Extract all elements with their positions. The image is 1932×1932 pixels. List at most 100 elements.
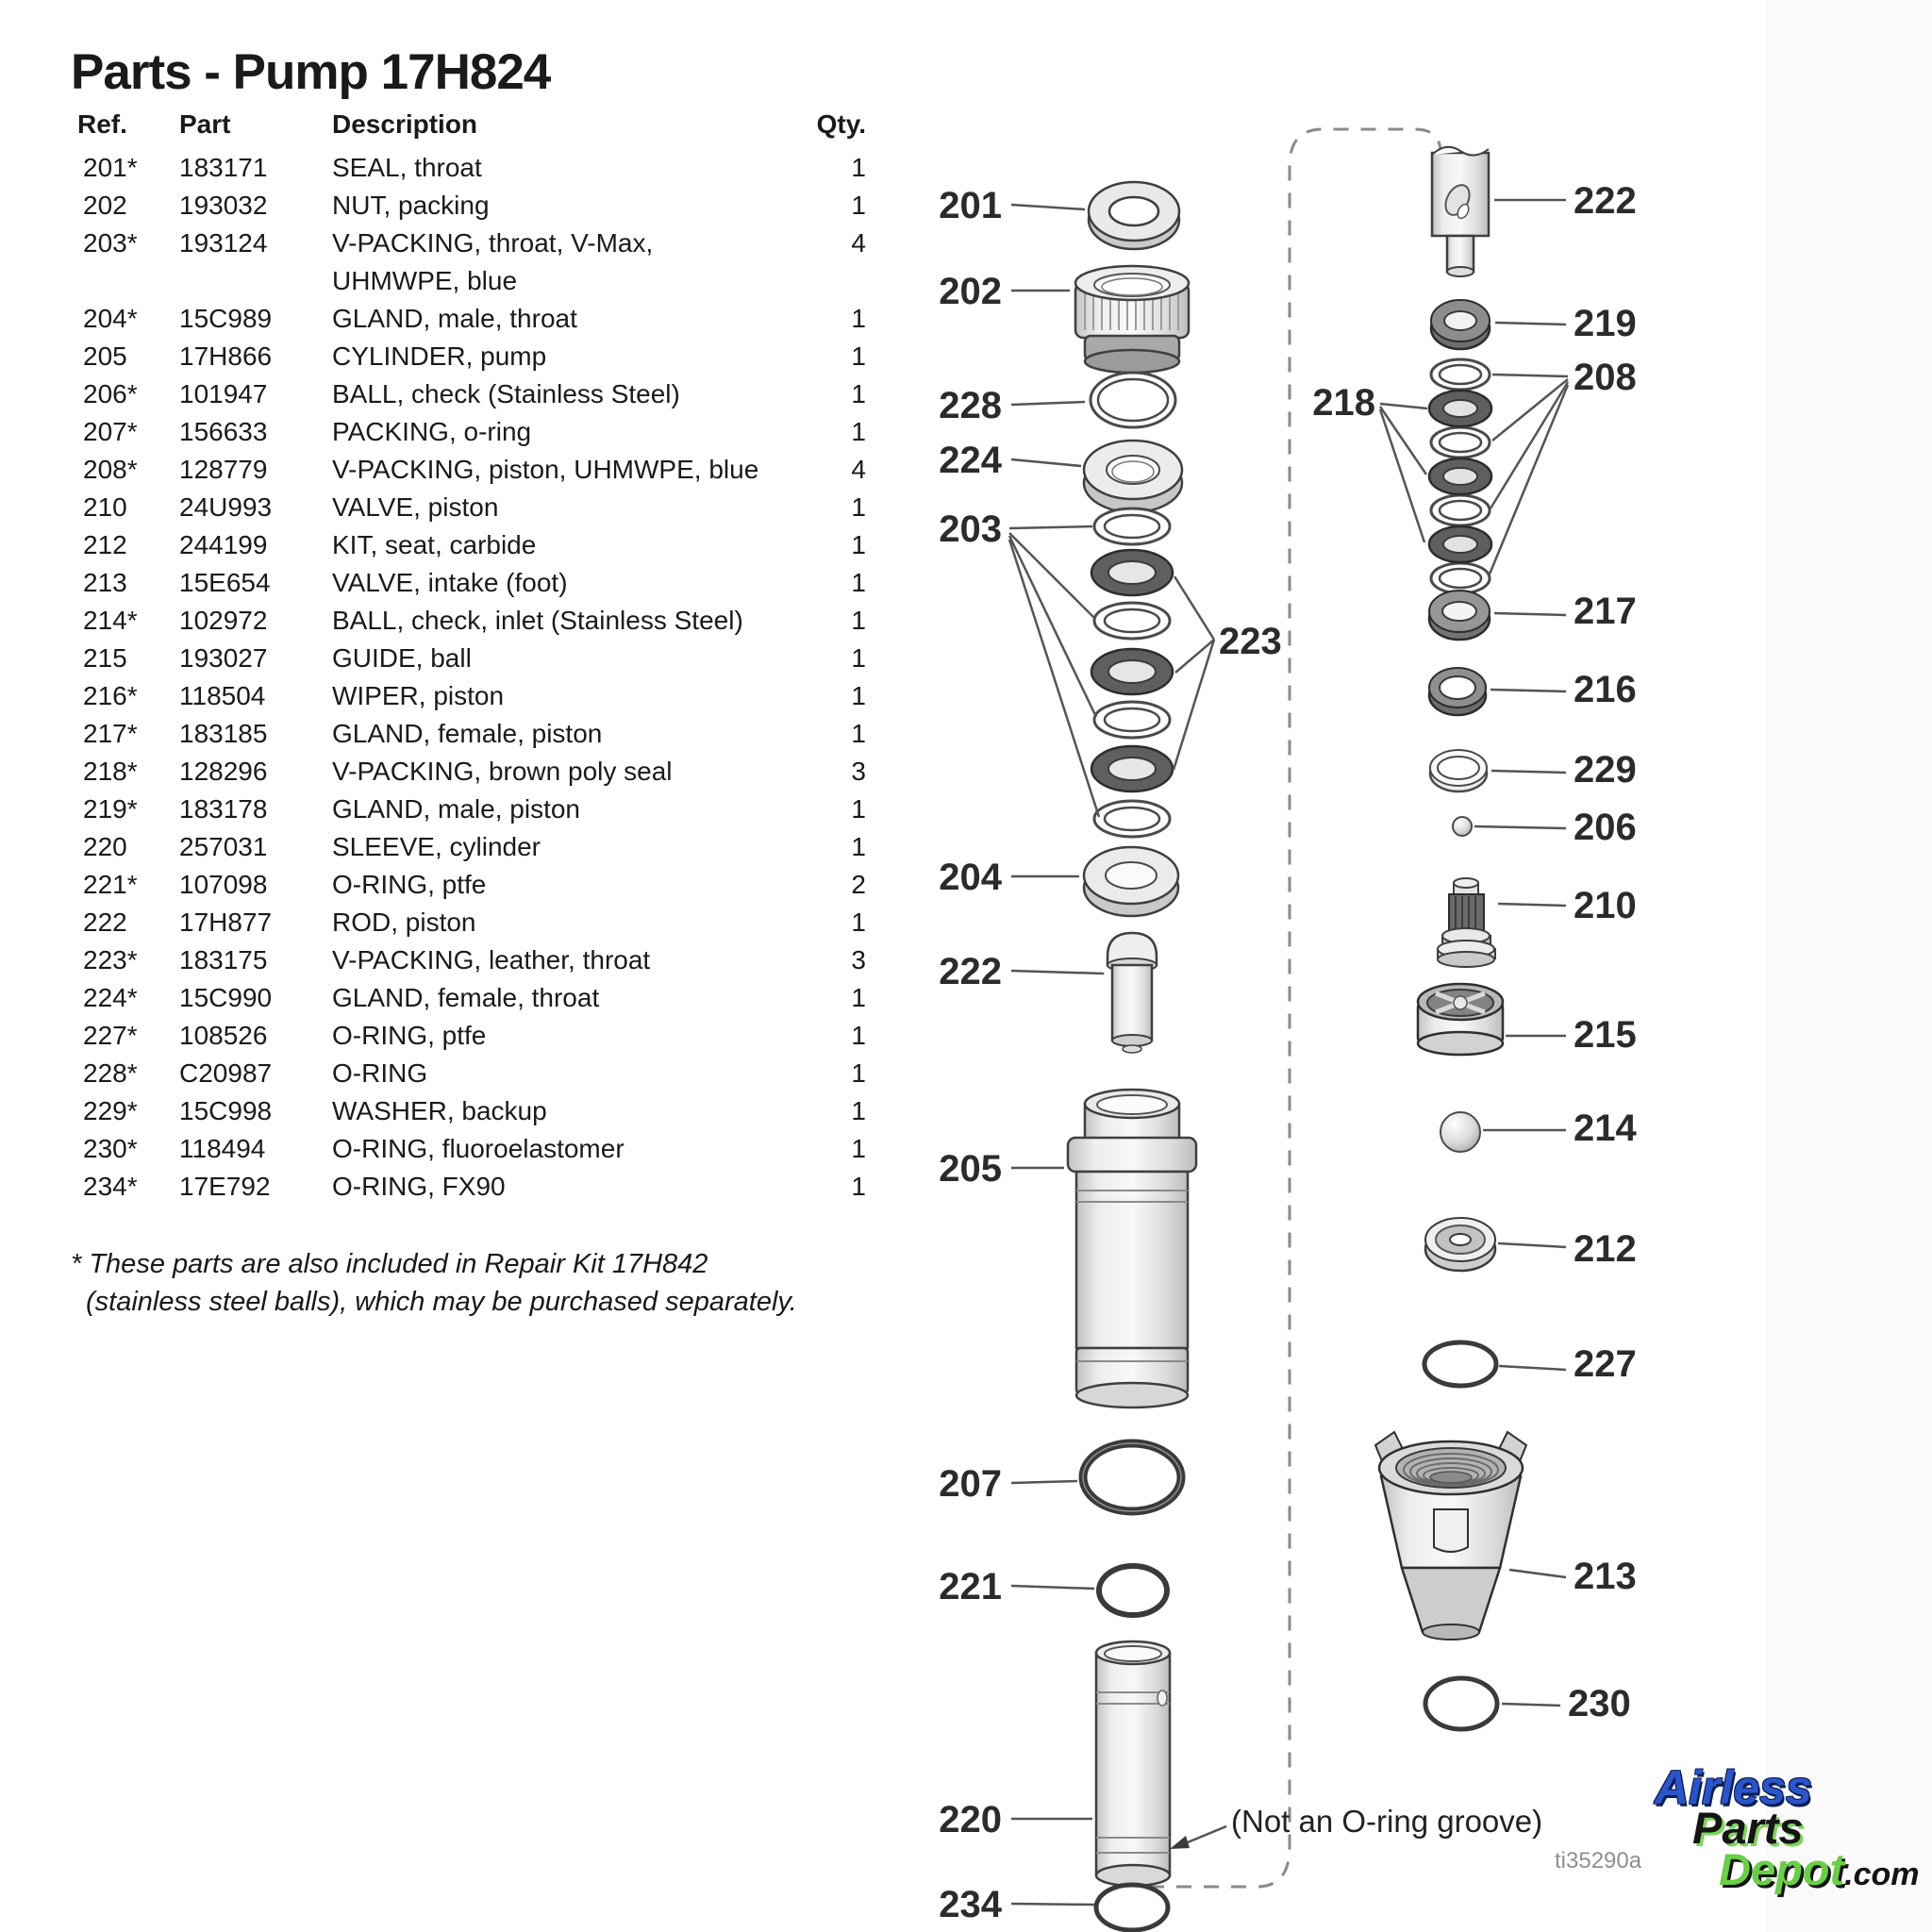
cell-part: 257031 bbox=[179, 832, 268, 861]
cell-description: O-RING, ptfe bbox=[332, 870, 487, 899]
cell-ref: 208* bbox=[83, 455, 138, 484]
cell-part: 128779 bbox=[179, 455, 268, 484]
cell-ref: 212 bbox=[83, 530, 127, 559]
leader-218-fan bbox=[1378, 402, 1428, 543]
cell-part: 156633 bbox=[179, 417, 268, 446]
callout-203: 203 bbox=[939, 508, 1002, 550]
cell-description: V-PACKING, leather, throat bbox=[332, 945, 651, 974]
callout-222-left: 222 bbox=[939, 951, 1002, 992]
airless-parts-depot-logo: Airless Parts Depot.com bbox=[1649, 1764, 1932, 1932]
cell-description: GLAND, male, piston bbox=[332, 794, 580, 824]
repair-kit-footnote: * These parts are also included in Repai… bbox=[71, 1245, 797, 1321]
not-oring-groove-note: (Not an O-ring groove) bbox=[1231, 1804, 1542, 1839]
logo-suffix-com: .com bbox=[1844, 1857, 1920, 1892]
cell-part: 118494 bbox=[179, 1134, 266, 1163]
cell-ref: 217* bbox=[83, 719, 138, 748]
cell-description: WASHER, backup bbox=[332, 1096, 547, 1125]
part-213-valve-intake-foot bbox=[1374, 1430, 1528, 1641]
cell-part: 193124 bbox=[179, 228, 268, 258]
cell-description: V-PACKING, piston, UHMWPE, blue bbox=[332, 455, 759, 484]
table-row: 204* 15C989 GLAND, male, throat 1 bbox=[74, 300, 875, 338]
part-206-ball-check bbox=[1452, 816, 1473, 837]
callout-224: 224 bbox=[939, 440, 1002, 481]
part-219-gland-male-piston bbox=[1429, 299, 1491, 351]
table-row: 223* 183175 V-PACKING, leather, throat 3 bbox=[74, 941, 875, 979]
cell-part: 15E654 bbox=[179, 568, 271, 597]
cell-ref: 220 bbox=[83, 832, 127, 861]
cell-description: SEAL, throat bbox=[332, 153, 482, 182]
cell-qty: 2 bbox=[851, 870, 866, 899]
part-222-rod-lower bbox=[1106, 931, 1158, 1054]
callout-206: 206 bbox=[1574, 807, 1637, 848]
cell-ref: 224* bbox=[83, 983, 138, 1012]
table-row: 221* 107098 O-RING, ptfe 2 bbox=[74, 866, 875, 904]
cell-ref: 218* bbox=[83, 757, 138, 786]
header-qty: Qty. bbox=[816, 109, 866, 139]
cell-part: 128296 bbox=[179, 757, 268, 786]
callout-215: 215 bbox=[1574, 1014, 1637, 1056]
callout-217: 217 bbox=[1574, 591, 1637, 632]
table-row: 202 193032 NUT, packing 1 bbox=[74, 187, 875, 225]
callout-218: 218 bbox=[1312, 382, 1375, 424]
callout-204: 204 bbox=[939, 857, 1002, 898]
header-description: Description bbox=[332, 109, 478, 139]
cell-ref: 214* bbox=[83, 606, 138, 635]
cell-description: O-RING bbox=[332, 1058, 428, 1088]
cell-part: 193032 bbox=[179, 191, 268, 220]
part-224-gland-female-throat bbox=[1082, 439, 1184, 514]
cell-ref: 207* bbox=[83, 417, 138, 446]
cell-description: CYLINDER, pump bbox=[332, 341, 547, 371]
callout-220: 220 bbox=[939, 1799, 1002, 1840]
table-row: 222 17H877 ROD, piston 1 bbox=[74, 904, 875, 941]
part-234-o-ring-fx90 bbox=[1093, 1882, 1171, 1932]
cell-qty: 1 bbox=[851, 341, 866, 371]
footnote-line2: (stainless steel balls), which may be pu… bbox=[86, 1287, 797, 1317]
callout-223: 223 bbox=[1219, 621, 1282, 662]
cell-part: 107098 bbox=[179, 870, 268, 899]
leader-222-left bbox=[1010, 969, 1105, 975]
parts-table-header: Ref. Part Description Qty. bbox=[74, 106, 875, 143]
footnote-line1: * These parts are also included in Repai… bbox=[71, 1249, 708, 1279]
leader-217 bbox=[1493, 611, 1567, 617]
cell-description: V-PACKING, brown poly seal bbox=[332, 757, 673, 786]
cell-qty: 1 bbox=[851, 568, 866, 597]
callout-230: 230 bbox=[1568, 1683, 1631, 1724]
leader-221 bbox=[1010, 1584, 1095, 1591]
cell-ref: 206* bbox=[83, 379, 138, 408]
table-row: 207* 156633 PACKING, o-ring 1 bbox=[74, 413, 875, 451]
table-row: 224* 15C990 GLAND, female, throat 1 bbox=[74, 979, 875, 1017]
callout-202: 202 bbox=[939, 271, 1002, 312]
cell-part: 17H866 bbox=[179, 341, 273, 371]
cell-part: 193027 bbox=[179, 643, 268, 673]
callout-228: 228 bbox=[939, 385, 1002, 426]
cell-ref: 234* bbox=[83, 1172, 138, 1201]
cell-description: BALL, check (Stainless Steel) bbox=[332, 379, 680, 408]
cell-description: GLAND, female, throat bbox=[332, 983, 600, 1012]
table-row: 205 17H866 CYLINDER, pump 1 bbox=[74, 338, 875, 375]
part-216-wiper-piston bbox=[1427, 667, 1488, 717]
table-row: 227* 108526 O-RING, ptfe 1 bbox=[74, 1017, 875, 1055]
table-row: 228* C20987 O-RING 1 bbox=[74, 1055, 875, 1092]
cell-qty: 4 bbox=[851, 228, 866, 258]
cell-description: VALVE, piston bbox=[332, 492, 499, 522]
logo-word-depot: Depot bbox=[1719, 1844, 1845, 1894]
callout-208: 208 bbox=[1574, 357, 1637, 398]
cell-qty: 1 bbox=[851, 153, 866, 182]
table-row: 218* 128296 V-PACKING, brown poly seal 3 bbox=[74, 753, 875, 791]
table-row: 213 15E654 VALVE, intake (foot) 1 bbox=[74, 564, 875, 602]
cell-description: VALVE, intake (foot) bbox=[332, 568, 568, 597]
cell-qty: 1 bbox=[851, 530, 866, 559]
callout-210: 210 bbox=[1574, 885, 1637, 926]
part-229-washer-backup bbox=[1428, 749, 1489, 793]
cell-qty: 1 bbox=[851, 191, 866, 220]
leader-213 bbox=[1508, 1568, 1567, 1579]
cell-qty: 1 bbox=[851, 983, 866, 1012]
cell-part: 15C990 bbox=[179, 983, 273, 1012]
cell-description: KIT, seat, carbide bbox=[332, 530, 537, 559]
leader-228 bbox=[1010, 400, 1086, 407]
table-row: 219* 183178 GLAND, male, piston 1 bbox=[74, 791, 875, 828]
cell-description: PACKING, o-ring bbox=[332, 417, 532, 446]
cell-part: 183175 bbox=[179, 945, 268, 974]
